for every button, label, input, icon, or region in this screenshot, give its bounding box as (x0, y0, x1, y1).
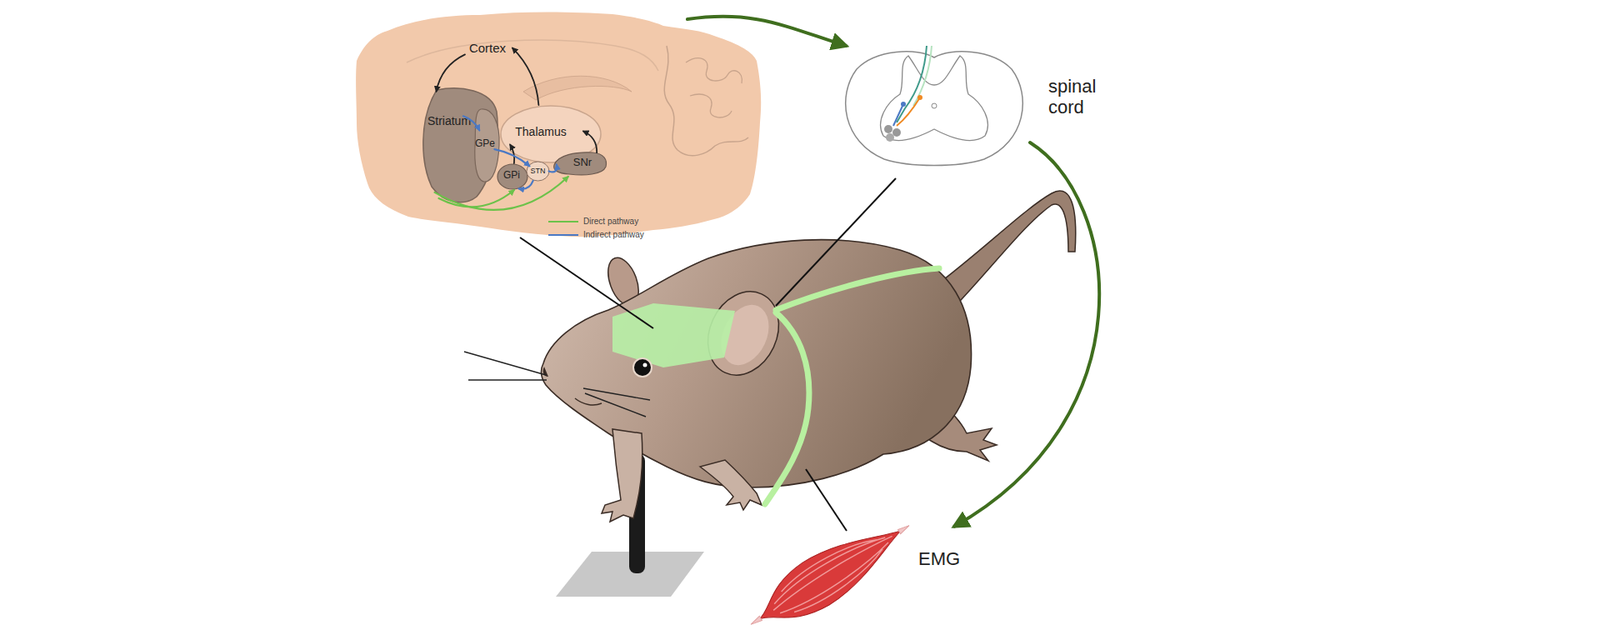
drawing-part (526, 161, 550, 181)
node-label: GPe (472, 138, 498, 150)
legend-sample (546, 232, 580, 238)
mouse-body (540, 240, 971, 488)
pathway-arrow (510, 145, 515, 164)
front-right-leg (700, 460, 762, 510)
front-left-leg (601, 429, 643, 522)
drawing-part (885, 133, 895, 142)
drawing-part (913, 45, 932, 106)
mouth (575, 398, 602, 405)
drawing-part (685, 58, 742, 118)
flow-arrow (687, 16, 846, 46)
muscle-shape (755, 523, 972, 625)
leader-line (775, 178, 896, 306)
flow-arrow (954, 142, 1100, 527)
pathway-arrow (512, 48, 539, 105)
drawing-part (406, 40, 659, 71)
node-label: Cortex (462, 40, 513, 55)
node-label: Thalamus (514, 125, 568, 139)
pathway-arrow (583, 131, 597, 154)
spinal-cord-section: spinal cord (838, 45, 1030, 167)
legend-text: Indirect pathway (583, 230, 645, 240)
drawing-part (745, 510, 914, 630)
legend-text: Direct pathway (583, 216, 639, 226)
legend-line (548, 234, 579, 236)
spinal-shape (838, 45, 1030, 167)
eye-highlight (643, 363, 648, 368)
drawing-part (664, 45, 749, 156)
legend-sample (546, 219, 580, 225)
node-label: SNr (567, 156, 598, 170)
node-label: Striatum (421, 114, 477, 128)
pathway-arrow (439, 190, 515, 207)
drawing-part (880, 55, 989, 140)
drawing-part (523, 75, 632, 100)
spinal-tract (775, 268, 940, 310)
drawing-part (497, 164, 528, 190)
leader-line (805, 469, 847, 531)
drawing-part (737, 504, 923, 630)
gpe-region: GPe (472, 107, 500, 184)
brain-section: CortexStriatumGPe ThalamusGPiSTN SNr (356, 12, 760, 238)
pathway-arrow (549, 165, 558, 173)
pathway-arrow (435, 176, 569, 210)
whiskers (464, 351, 650, 417)
pathway-arrow (494, 149, 530, 166)
drawing-part (423, 88, 498, 203)
node-label: spinal cord (1048, 75, 1132, 119)
pathway-arrow (519, 180, 534, 190)
drawing-part (917, 95, 923, 100)
drawing-part (892, 128, 901, 137)
node-label: GPi (498, 170, 525, 182)
drawing-part (884, 125, 893, 134)
legend-line (548, 220, 579, 223)
drawing-part (931, 103, 937, 109)
leader-line (520, 237, 654, 329)
emg-muscle: EMG (755, 523, 972, 625)
pathway-arrow (463, 115, 480, 130)
drawing-part (764, 521, 901, 625)
drawing-part (845, 51, 1024, 166)
gpi-region: GPi (496, 163, 529, 190)
drawing-part (355, 12, 761, 238)
limb-tract (765, 312, 810, 505)
drawing-part (554, 152, 607, 175)
drawing-part (749, 523, 910, 627)
eye (633, 358, 652, 377)
pathway-arrow (436, 54, 465, 91)
stn-region: STN (525, 160, 550, 182)
drawing-part (900, 101, 906, 107)
drawing-part (893, 104, 904, 126)
node-label: STN (525, 166, 550, 175)
snr-region: SNr (550, 150, 609, 177)
node-label: EMG (918, 548, 972, 570)
drawing-part (896, 97, 920, 126)
